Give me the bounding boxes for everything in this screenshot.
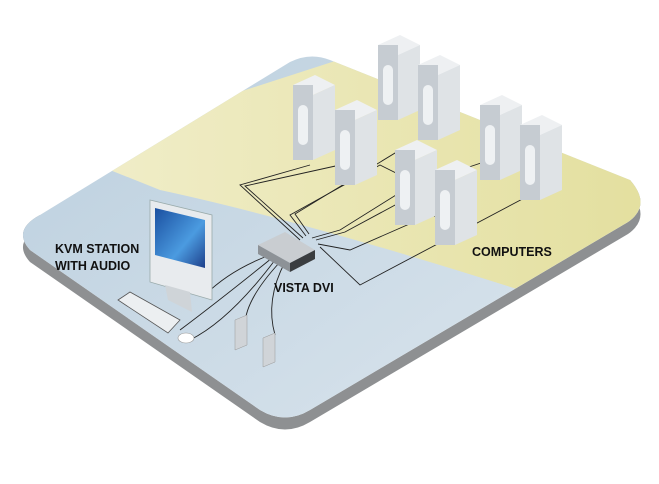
computer-tower — [480, 95, 522, 180]
computers-label: COMPUTERS — [472, 245, 552, 259]
vista-dvi-label: VISTA DVI — [274, 281, 334, 295]
kvm-station-label: KVM STATION — [55, 242, 139, 256]
computer-tower — [520, 115, 562, 200]
computer-tower — [378, 35, 420, 120]
computer-tower — [293, 75, 335, 160]
mouse — [177, 332, 195, 344]
monitor — [149, 199, 213, 312]
computer-tower — [418, 55, 460, 140]
computer-tower — [395, 140, 437, 225]
computers — [293, 35, 562, 245]
computer-tower — [435, 160, 477, 245]
vista-dvi-switch — [258, 232, 315, 272]
computer-tower — [335, 100, 377, 185]
keyboard — [117, 291, 181, 334]
kvm-station-label-line2: WITH AUDIO — [55, 259, 130, 273]
speakers — [234, 314, 276, 368]
